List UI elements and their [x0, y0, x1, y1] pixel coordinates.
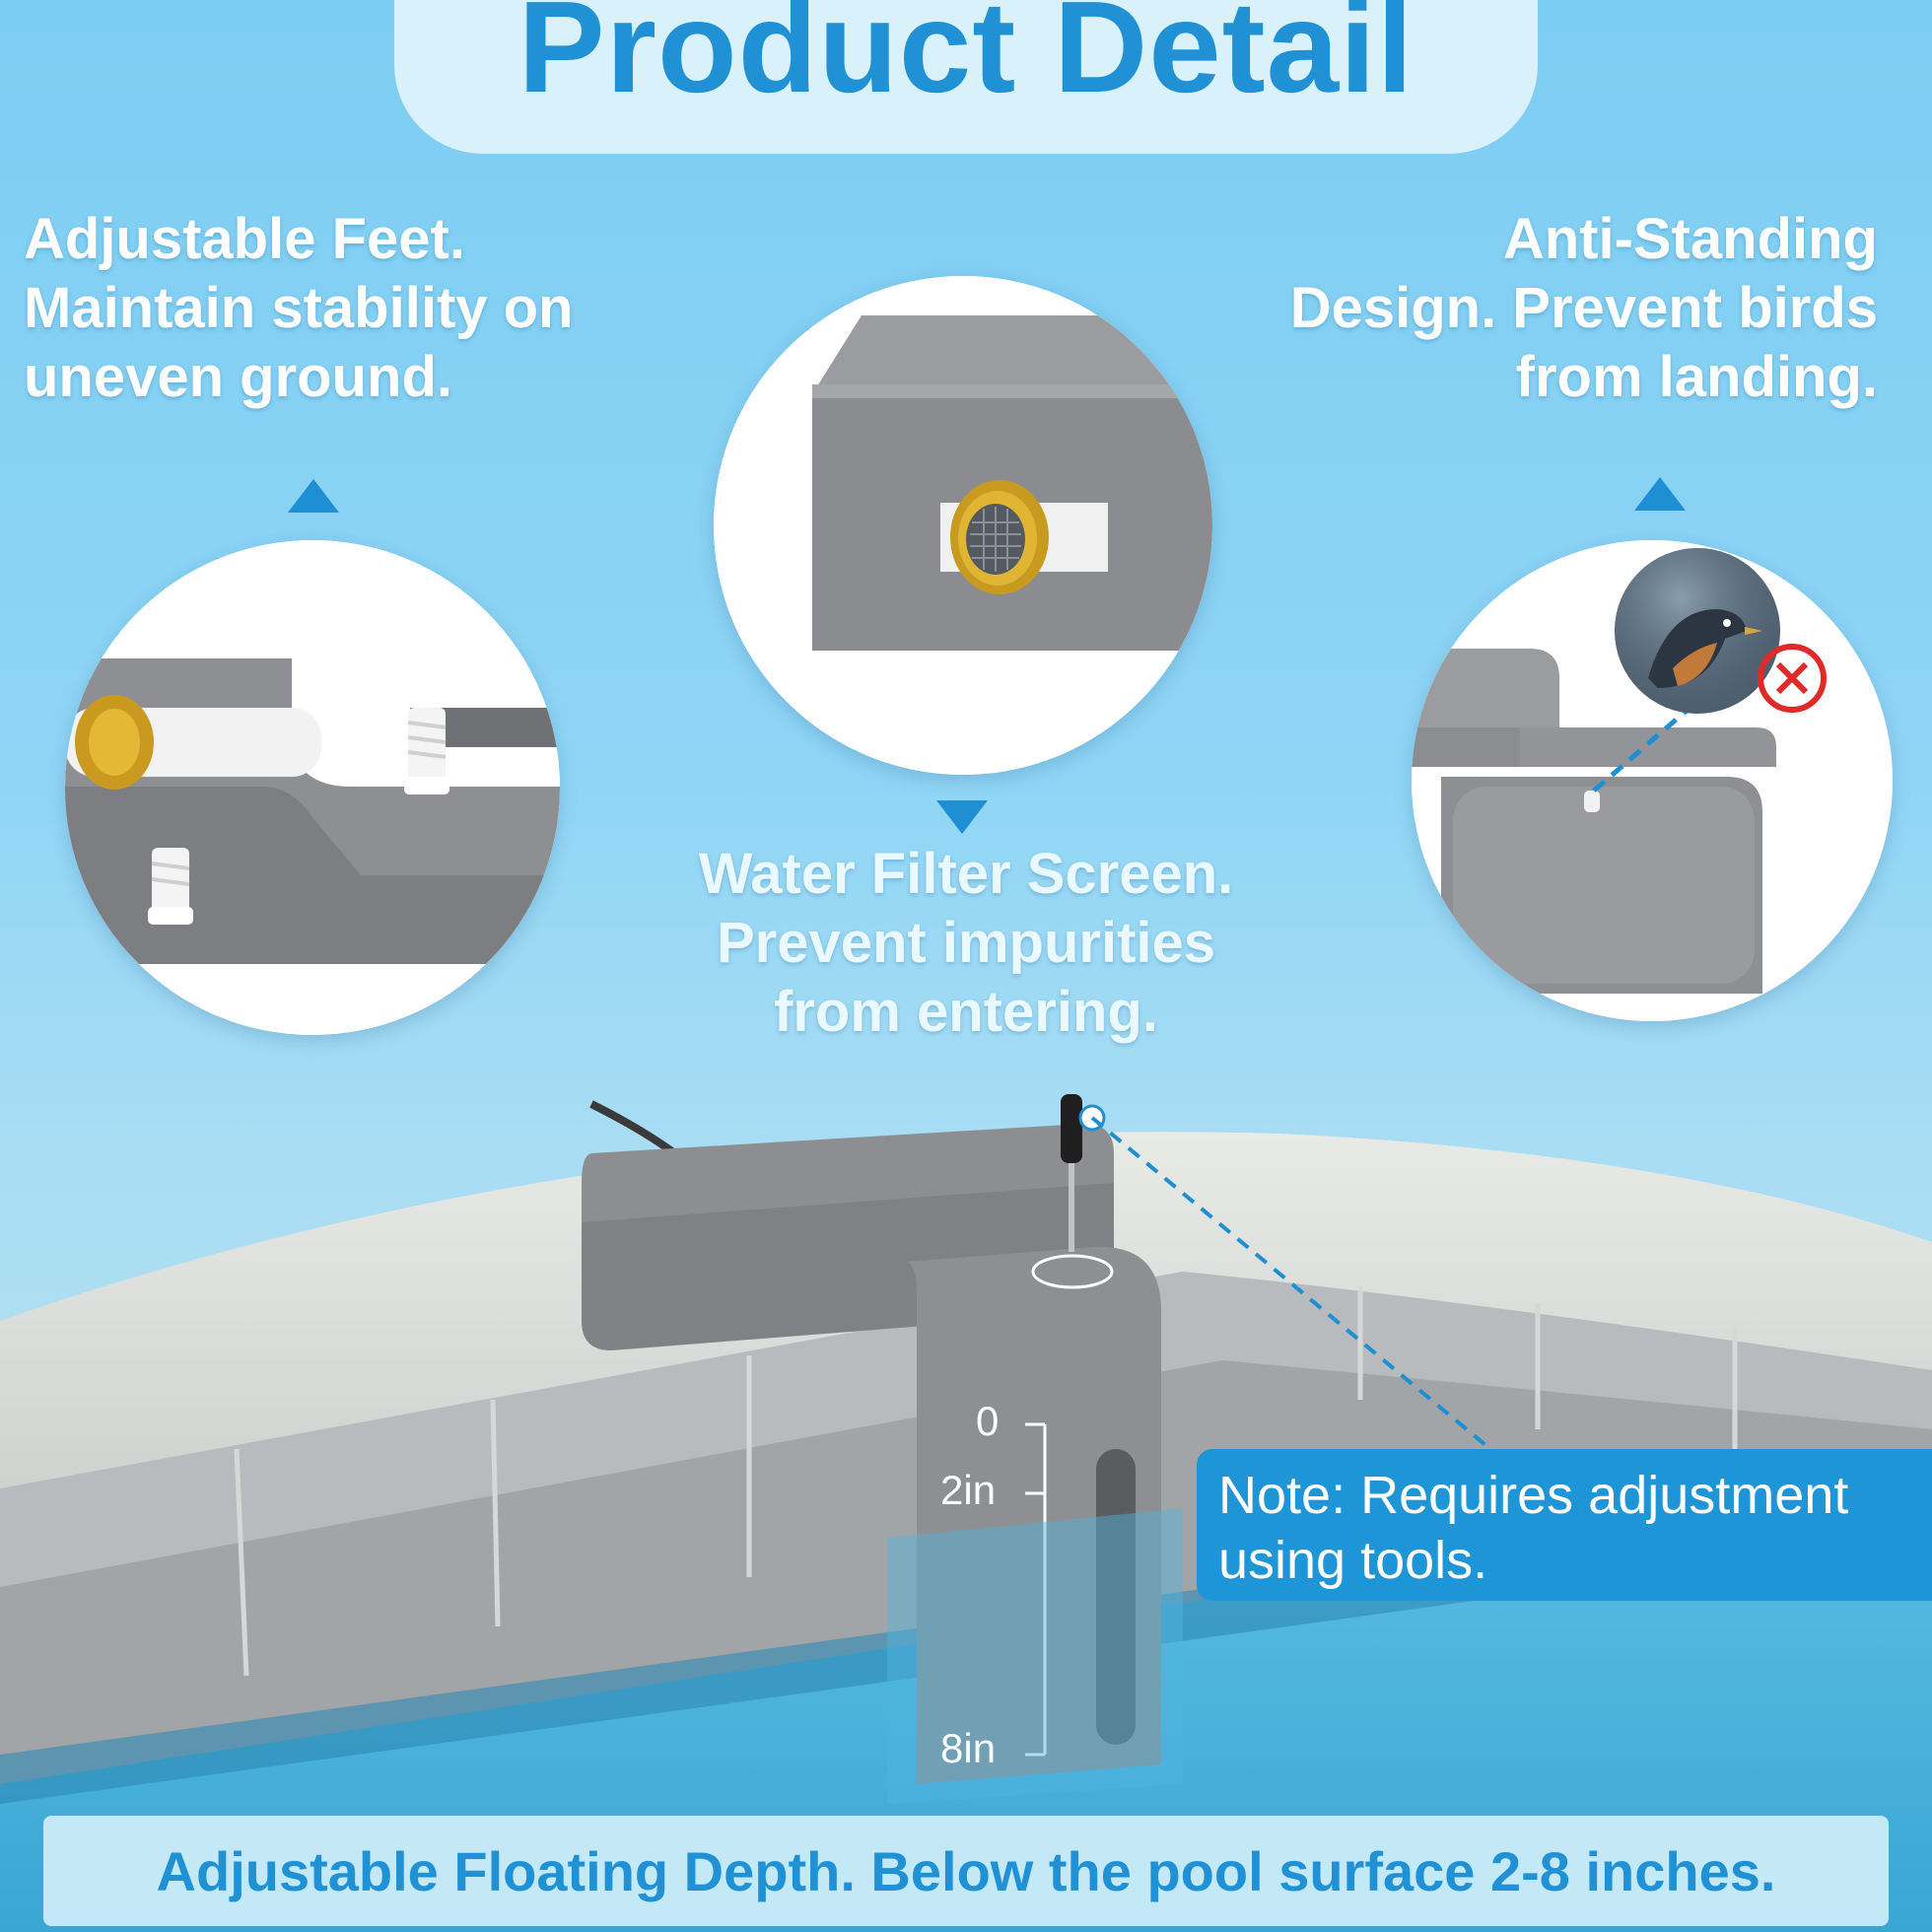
depth-mark-0: 0	[976, 1398, 1000, 1444]
depth-mark-8in: 8in	[940, 1725, 997, 1771]
caption-line: Design. Prevent birds	[1289, 276, 1878, 340]
caption-line: Anti-Standing	[1502, 207, 1878, 271]
caption-line: from entering.	[774, 980, 1158, 1044]
anti-standing-detail-image	[1412, 540, 1893, 1021]
page-title: Product Detail	[518, 0, 1414, 119]
triangle-up-icon	[1634, 477, 1686, 511]
caption-line: Prevent impurities	[716, 911, 1216, 975]
title-tab: Product Detail	[394, 0, 1538, 154]
feature-caption-filter: Water Filter Screen. Prevent impurities …	[631, 840, 1301, 1047]
feet-detail-image	[65, 540, 560, 1035]
bird-photo	[1615, 548, 1780, 714]
foot-screw	[404, 708, 449, 794]
note-line: Note: Requires adjustment	[1218, 1466, 1849, 1525]
filter-detail-image	[714, 276, 1212, 775]
triangle-up-icon	[288, 479, 339, 513]
feature-caption-standing: Anti-Standing Design. Prevent birds from…	[1222, 205, 1878, 412]
bottom-caption: Adjustable Floating Depth. Below the poo…	[156, 1839, 1776, 1902]
caption-line: Water Filter Screen.	[698, 842, 1234, 906]
note-box: Note: Requires adjustment using tools.	[1197, 1449, 1932, 1601]
caption-line: uneven ground.	[24, 345, 452, 409]
bottom-caption-bar: Adjustable Floating Depth. Below the poo…	[43, 1816, 1889, 1926]
depth-mark-2in: 2in	[940, 1467, 997, 1513]
feature-caption-feet: Adjustable Feet. Maintain stability on u…	[24, 205, 635, 412]
caption-line: from landing.	[1515, 345, 1878, 409]
triangle-down-icon	[936, 800, 988, 834]
note-line: using tools.	[1218, 1531, 1488, 1590]
caption-line: Maintain stability on	[24, 276, 574, 340]
no-bird-icon	[1758, 644, 1827, 713]
caption-line: Adjustable Feet.	[24, 207, 465, 271]
